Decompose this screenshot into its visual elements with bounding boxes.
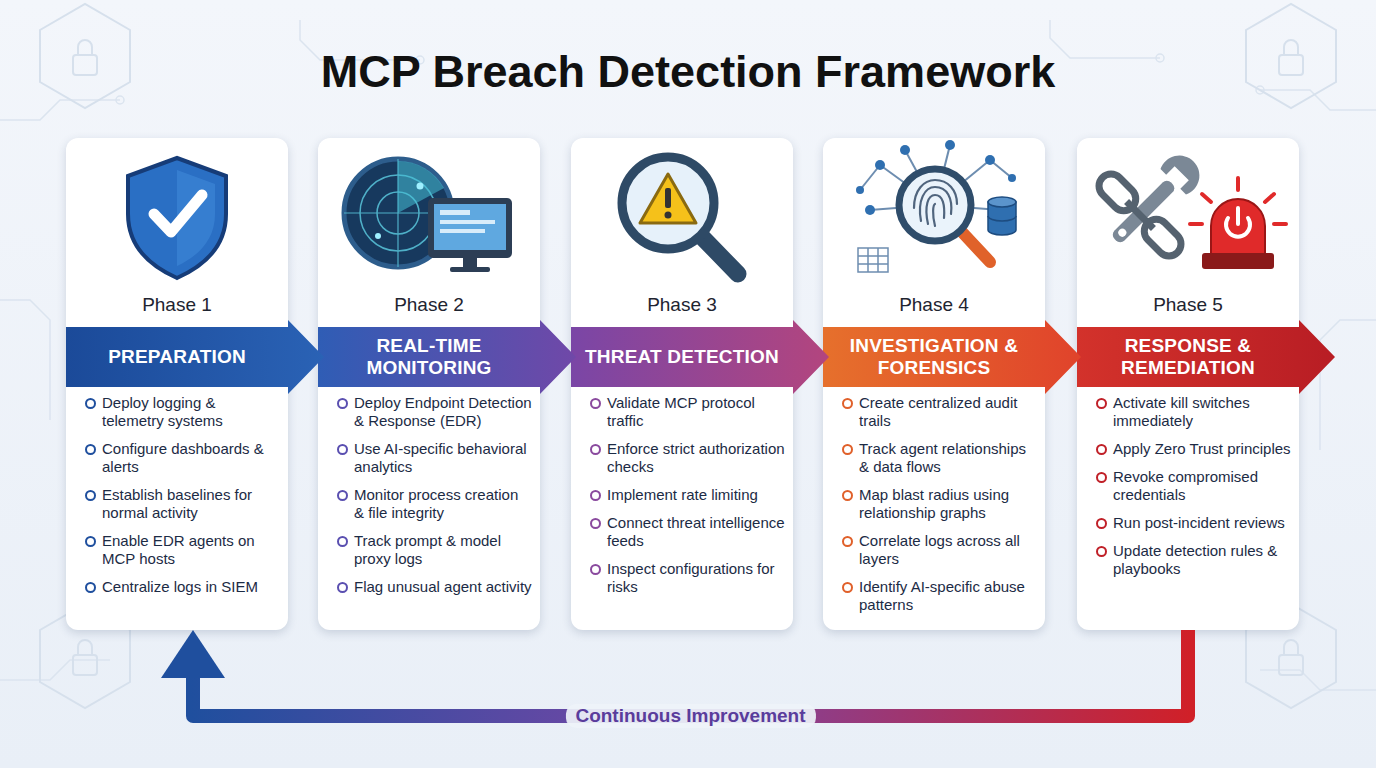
edge-label: Continuous Improvement	[565, 704, 815, 728]
bullet-item: Inspect configurations for risks	[607, 560, 785, 596]
bullet-item: Configure dashboards & alerts	[102, 440, 280, 476]
banner-text-box: PREPARATION	[66, 320, 288, 394]
bullet-item: Flag unusual agent activity	[354, 578, 532, 596]
bullet-item: Create centralized audit trails	[859, 394, 1037, 430]
bullet-item: Track agent relationships & data flows	[859, 440, 1037, 476]
bullet-item: Deploy logging & telemetry systems	[102, 394, 280, 430]
bullet-item: Enable EDR agents on MCP hosts	[102, 532, 280, 568]
bullet-list: Activate kill switches immediatelyApply …	[1113, 394, 1291, 588]
phase-label: Phase 1	[66, 294, 288, 316]
bullet-list: Create centralized audit trailsTrack age…	[859, 394, 1037, 624]
banner-title: INVESTIGATION & FORENSICS	[836, 335, 1032, 379]
phase-banner: REAL-TIME MONITORING	[318, 320, 576, 394]
phase-banner: PREPARATION	[66, 320, 324, 394]
banner-arrow	[571, 320, 829, 394]
bullet-item: Run post-incident reviews	[1113, 514, 1291, 532]
bullet-item: Monitor process creation & file integrit…	[354, 486, 532, 522]
phase-label: Phase 2	[318, 294, 540, 316]
banner-text-box: RESPONSE & REMEDIATION	[1077, 320, 1299, 394]
bullet-list: Validate MCP protocol trafficEnforce str…	[607, 394, 785, 606]
banner-title: PREPARATION	[108, 346, 246, 368]
bullet-list: Deploy logging & telemetry systemsConfig…	[102, 394, 280, 606]
phase-label: Phase 5	[1077, 294, 1299, 316]
bullet-item: Connect threat intelligence feeds	[607, 514, 785, 550]
bullet-item: Update detection rules & playbooks	[1113, 542, 1291, 578]
phase-card: Phase 1 Deploy logging & telemetry system…	[66, 138, 288, 630]
phase-banner: RESPONSE & REMEDIATION	[1077, 320, 1335, 394]
bullet-item: Revoke compromised credentials	[1113, 468, 1291, 504]
bullet-item: Centralize logs in SIEM	[102, 578, 280, 596]
bullet-item: Validate MCP protocol traffic	[607, 394, 785, 430]
bullet-item: Activate kill switches immediately	[1113, 394, 1291, 430]
phase-label: Phase 4	[823, 294, 1045, 316]
banner-arrow	[318, 320, 576, 394]
bullet-item: Use AI-specific behavioral analytics	[354, 440, 532, 476]
phase-banner: THREAT DETECTION	[571, 320, 829, 394]
phase-label: Phase 3	[571, 294, 793, 316]
arrow-head	[161, 630, 225, 678]
banner-arrow	[823, 320, 1081, 394]
banner-arrow	[66, 320, 324, 394]
phase-card: Phase 2 Deploy Endpoint Detection & Respo…	[318, 138, 540, 630]
circuit-lines	[0, 20, 1376, 690]
diagram-title: MCP Breach Detection Framework	[0, 46, 1376, 98]
bullet-item: Track prompt & model proxy logs	[354, 532, 532, 568]
banner-text-box: INVESTIGATION & FORENSICS	[823, 320, 1045, 394]
banner-title: THREAT DETECTION	[585, 346, 779, 368]
banner-text-box: THREAT DETECTION	[571, 320, 793, 394]
hexagon-decor	[40, 4, 1336, 708]
bullet-item: Correlate logs across all layers	[859, 532, 1037, 568]
bullet-item: Enforce strict authorization checks	[607, 440, 785, 476]
bullet-item: Establish baselines for normal activity	[102, 486, 280, 522]
banner-arrow	[1077, 320, 1335, 394]
phase-card: Phase 3 Validate MCP protocol trafficEnfo…	[571, 138, 793, 630]
bullet-item: Map blast radius using relationship grap…	[859, 486, 1037, 522]
phase-card: Phase 4 Create centralized audit trailsTr…	[823, 138, 1045, 630]
banner-title: RESPONSE & REMEDIATION	[1090, 335, 1286, 379]
phase-banner: INVESTIGATION & FORENSICS	[823, 320, 1081, 394]
banner-text-box: REAL-TIME MONITORING	[318, 320, 540, 394]
bullet-item: Identify AI-specific abuse patterns	[859, 578, 1037, 614]
bullet-item: Implement rate limiting	[607, 486, 785, 504]
phase-card: Phase 5 Activate kill switches immediatel…	[1077, 138, 1299, 630]
banner-title: REAL-TIME MONITORING	[331, 335, 527, 379]
bullet-item: Deploy Endpoint Detection & Response (ED…	[354, 394, 532, 430]
bullet-list: Deploy Endpoint Detection & Response (ED…	[354, 394, 532, 606]
bullet-item: Apply Zero Trust principles	[1113, 440, 1291, 458]
